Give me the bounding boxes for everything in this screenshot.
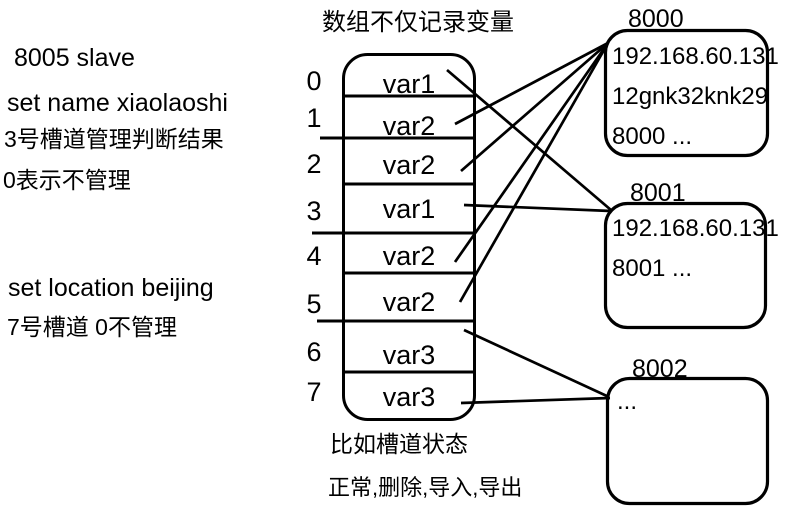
array-caption-line2: 正常,删除,导入,导出 — [328, 475, 523, 500]
array-index-7: 7 — [306, 377, 322, 407]
connection-line-slot7-8002 — [460, 396, 611, 405]
node-8000-line-2: 12gnk32knk29 — [612, 83, 769, 110]
array-cell-4: var2 — [382, 241, 436, 271]
array-title: 数组不仅记录变量 — [322, 9, 514, 36]
node-8001-label: 8001 — [630, 179, 686, 207]
array-cell-6: var3 — [382, 340, 436, 370]
node-8002-label: 8002 — [632, 355, 688, 383]
array-cell-2: var2 — [382, 150, 436, 180]
connection-line-slot4-8000 — [453, 42, 610, 263]
array-caption-line1: 比如槽道状态 — [330, 431, 468, 457]
array-cell-0: var1 — [382, 69, 436, 99]
note-8005-slave: 8005 slave — [14, 44, 135, 72]
node-box-8001 — [603, 201, 768, 330]
connection-line-slot5-8000 — [458, 42, 610, 303]
note-set-location: set location beijing — [8, 274, 214, 302]
array-index-5: 5 — [306, 289, 322, 319]
connection-line-slot0-8001 — [446, 68, 612, 212]
note-set-name: set name xiaolaoshi — [7, 89, 228, 117]
array-cell-3: var1 — [382, 194, 436, 224]
node-8000-line-1: 192.168.60.131 — [612, 43, 779, 70]
note-slot3-rule: 3号槽道管理判断结果 — [4, 126, 224, 152]
note-zero-meaning: 0表示不管理 — [3, 167, 131, 193]
node-8002-line-1: ... — [617, 388, 638, 415]
array-box — [342, 53, 476, 421]
connection-line-slot3-8001 — [463, 203, 612, 213]
array-cell-1: var2 — [382, 111, 436, 141]
connection-line-slot6-8002 — [463, 328, 610, 399]
connection-line-slot2-8000 — [460, 41, 609, 173]
node-8001-line-1: 192.168.60.131 — [612, 215, 779, 242]
note-slot7-rule: 7号槽道 0不管理 — [7, 314, 177, 340]
array-cell-7: var3 — [382, 382, 436, 412]
array-index-3: 3 — [306, 196, 322, 226]
array-index-4: 4 — [306, 241, 322, 271]
node-8001-line-2: 8001 ... — [612, 255, 693, 282]
array-index-0: 0 — [306, 66, 322, 96]
node-box-8000 — [603, 28, 770, 158]
array-cell-5: var2 — [382, 287, 436, 317]
array-index-1: 1 — [306, 103, 322, 133]
array-index-2: 2 — [306, 149, 322, 179]
node-box-8002 — [605, 376, 770, 506]
connection-line-slot1-8000 — [454, 41, 609, 126]
array-index-6: 6 — [306, 337, 322, 367]
node-8000-line-3: 8000 ... — [612, 123, 693, 150]
node-8000-label: 8000 — [628, 5, 684, 33]
